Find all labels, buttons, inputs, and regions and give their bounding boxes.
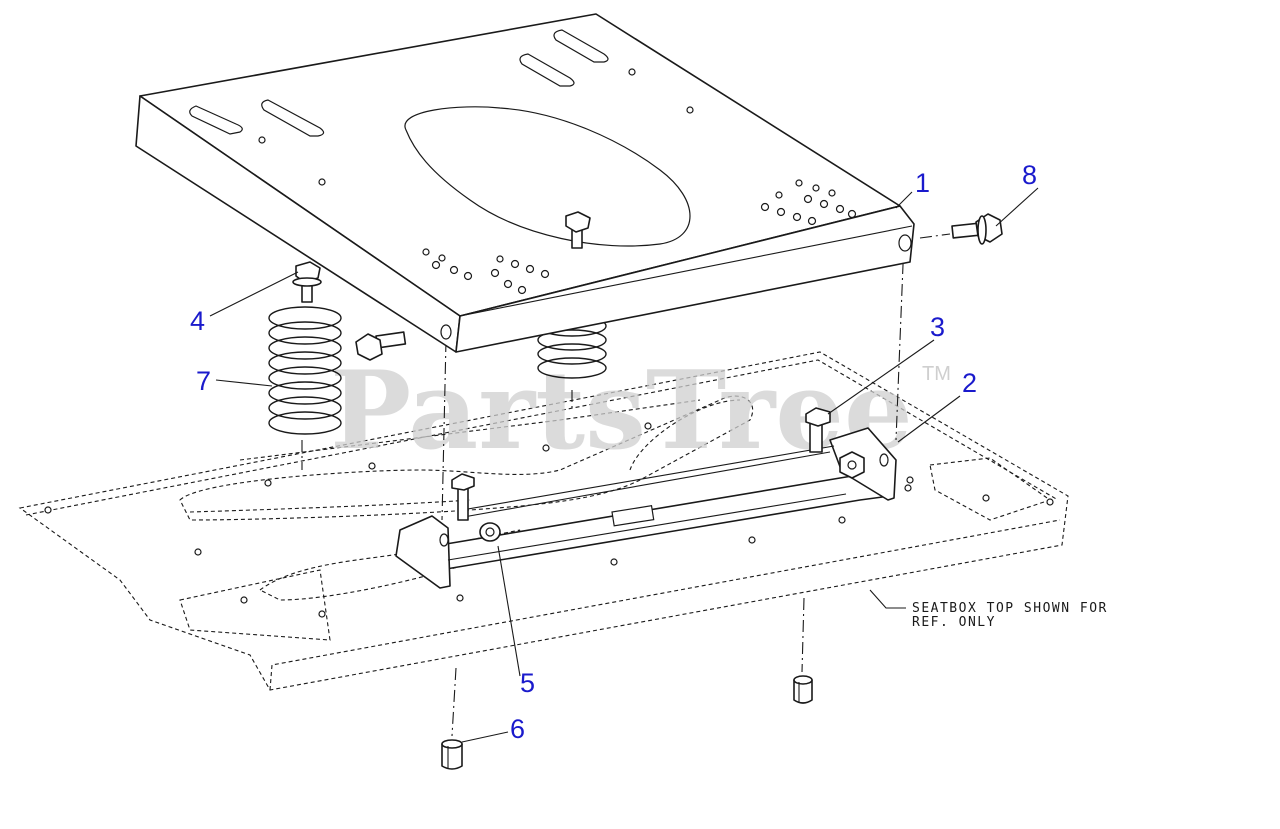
callout-labels: 1 2 3 4 5 6 7 8 (190, 160, 1037, 744)
watermark-trademark: TM (922, 363, 951, 385)
callout-7: 7 (196, 366, 211, 396)
flange-bolt-8 (951, 213, 1003, 245)
centerlines (301, 233, 951, 737)
nut-insert-right (793, 675, 813, 704)
callout-2: 2 (962, 368, 977, 398)
spring-left (268, 306, 342, 435)
callout-5: 5 (520, 668, 535, 698)
callout-6: 6 (510, 714, 525, 744)
note-line-1: SEATBOX TOP SHOWN FOR (912, 601, 1108, 616)
hex-bolt-side (355, 331, 407, 361)
leader-lines (209, 187, 1039, 743)
flange-bolt-left (292, 261, 322, 303)
nut-insert-left (441, 739, 463, 770)
reference-note: SEATBOX TOP SHOWN FOR REF. ONLY (912, 601, 1108, 630)
callout-4: 4 (190, 306, 205, 336)
seat-plate (135, 13, 915, 353)
callout-1: 1 (915, 168, 930, 198)
pivot-bracket (395, 407, 897, 589)
callout-8: 8 (1022, 160, 1037, 190)
callout-3: 3 (930, 312, 945, 342)
note-line-2: REF. ONLY (912, 615, 996, 630)
